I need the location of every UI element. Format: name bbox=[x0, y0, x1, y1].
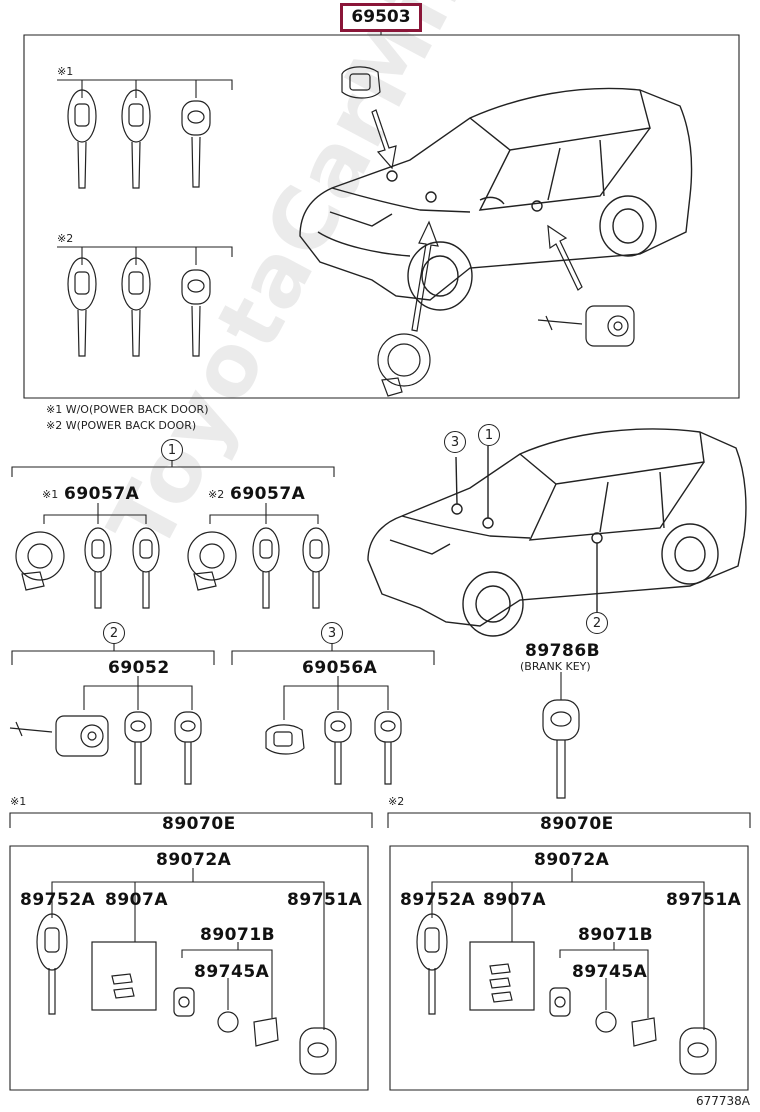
callout-1: 1 bbox=[161, 439, 183, 461]
part-89071b-left[interactable]: 89071B bbox=[200, 925, 276, 945]
top-frame bbox=[23, 34, 740, 399]
legend-note-2: ※2 W(POWER BACK DOOR) bbox=[46, 419, 197, 432]
callout-3: 3 bbox=[321, 622, 343, 644]
figure-code: 677738A bbox=[695, 1094, 750, 1108]
main-part-highlight[interactable]: 69503 bbox=[340, 3, 422, 32]
main-part-number: 69503 bbox=[351, 7, 411, 27]
part-89070e-left[interactable]: 89070E bbox=[162, 814, 236, 834]
callout-1-car: 1 bbox=[478, 424, 500, 446]
callout-2: 2 bbox=[103, 622, 125, 644]
part-89751a-left[interactable]: 89751A bbox=[287, 890, 363, 910]
top-car bbox=[299, 87, 693, 311]
part-89752a-right[interactable]: 89752A bbox=[400, 890, 476, 910]
part-69056a[interactable]: 69056A bbox=[302, 658, 378, 678]
mark-1-top: ※1 bbox=[57, 65, 74, 78]
part-8907a-left[interactable]: 8907A bbox=[105, 890, 168, 910]
part-89070e-right[interactable]: 89070E bbox=[540, 814, 614, 834]
mark-1-69057a: ※1 bbox=[42, 488, 59, 501]
callout-3-car: 3 bbox=[444, 431, 466, 453]
legend-note-1: ※1 W/O(POWER BACK DOOR) bbox=[46, 403, 209, 416]
part-89071b-right[interactable]: 89071B bbox=[578, 925, 654, 945]
blank-key-label: (BRANK KEY) bbox=[520, 660, 591, 673]
part-89072a-left[interactable]: 89072A bbox=[156, 850, 232, 870]
middle-car bbox=[367, 428, 747, 637]
part-89786b[interactable]: 89786B bbox=[525, 641, 601, 661]
part-89745a-right[interactable]: 89745A bbox=[572, 962, 648, 982]
part-69057a-1[interactable]: 69057A bbox=[64, 484, 140, 504]
keys-top bbox=[67, 89, 211, 357]
part-69057a-2[interactable]: 69057A bbox=[230, 484, 306, 504]
part-89752a-left[interactable]: 89752A bbox=[20, 890, 96, 910]
mark-1-bottom: ※1 bbox=[10, 795, 27, 808]
mark-2-bottom: ※2 bbox=[388, 795, 405, 808]
mark-2-top: ※2 bbox=[57, 232, 74, 245]
top-parts bbox=[341, 66, 635, 397]
mark-2-69057a: ※2 bbox=[208, 488, 225, 501]
part-89751a-right[interactable]: 89751A bbox=[666, 890, 742, 910]
top-arrows bbox=[371, 109, 583, 332]
part-8907a-right[interactable]: 8907A bbox=[483, 890, 546, 910]
group1-parts bbox=[15, 527, 330, 609]
part-89745a-left[interactable]: 89745A bbox=[194, 962, 270, 982]
group23-parts bbox=[9, 699, 580, 799]
part-69052[interactable]: 69052 bbox=[108, 658, 170, 678]
bottom-parts bbox=[36, 913, 717, 1075]
callout-2-car: 2 bbox=[586, 612, 608, 634]
part-89072a-right[interactable]: 89072A bbox=[534, 850, 610, 870]
